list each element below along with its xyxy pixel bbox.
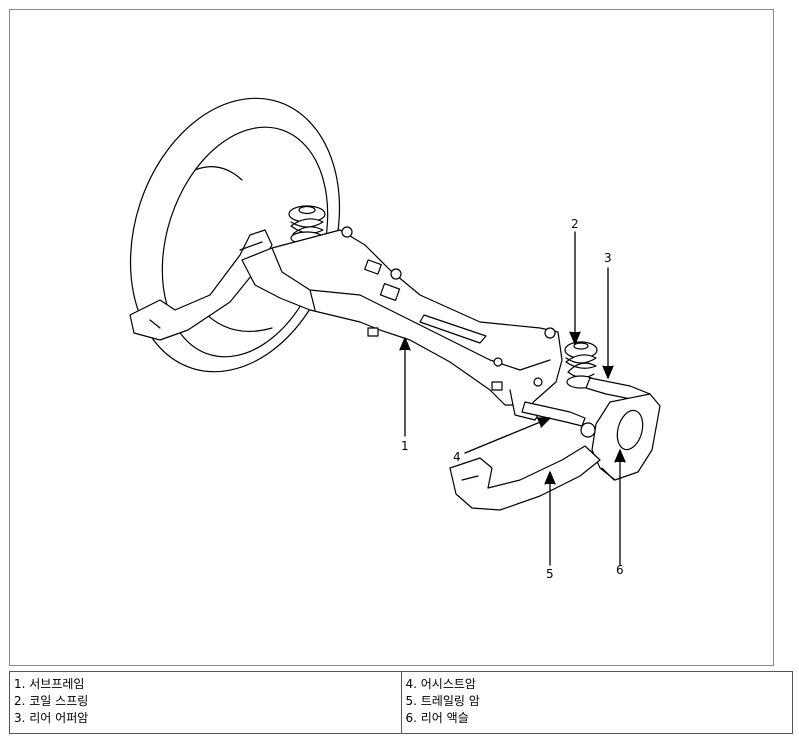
right-trailing-arm [449, 445, 601, 511]
callout-4: 4 [453, 450, 461, 464]
left-trailing-arm [129, 229, 273, 341]
callout-1: 1 [401, 439, 409, 453]
subframe [241, 226, 563, 421]
callout-3: 3 [604, 251, 612, 265]
legend-item-rear-upper-arm: 3. 리어 어퍼암 [14, 711, 89, 725]
legend-column-left: 1. 서브프레임 2. 코일 스프링 3. 리어 어퍼암 [9, 671, 402, 734]
suspension-diagram-frame: 1 2 3 4 5 6 [9, 9, 774, 666]
right-coil-spring [564, 341, 598, 389]
callout-2: 2 [571, 217, 579, 231]
legend-item-rear-axle: 6. 리어 액슬 [405, 711, 469, 725]
component-legend-table: 1. 서브프레임 2. 코일 스프링 3. 리어 어퍼암 4. 어시스트암 5.… [9, 671, 793, 734]
legend-item-assist-arm: 4. 어시스트암 [405, 677, 476, 691]
legend-item-subframe: 1. 서브프레임 [14, 677, 85, 691]
callout-6: 6 [616, 563, 624, 577]
assist-arm [521, 401, 586, 427]
legend-column-right: 4. 어시스트암 5. 트레일링 암 6. 리어 액슬 [400, 671, 793, 734]
legend-item-coil-spring: 2. 코일 스프링 [14, 694, 89, 708]
rear-axle-knuckle [580, 393, 661, 481]
legend-row: 1. 서브프레임 2. 코일 스프링 3. 리어 어퍼암 4. 어시스트암 5.… [9, 671, 793, 734]
callout-5: 5 [546, 567, 554, 581]
rear-suspension-illustration: 1 2 3 4 5 6 [129, 97, 661, 581]
callout-leaders [399, 231, 626, 566]
left-coil-spring [288, 205, 326, 245]
legend-item-trailing-arm: 5. 트레일링 암 [405, 694, 480, 708]
